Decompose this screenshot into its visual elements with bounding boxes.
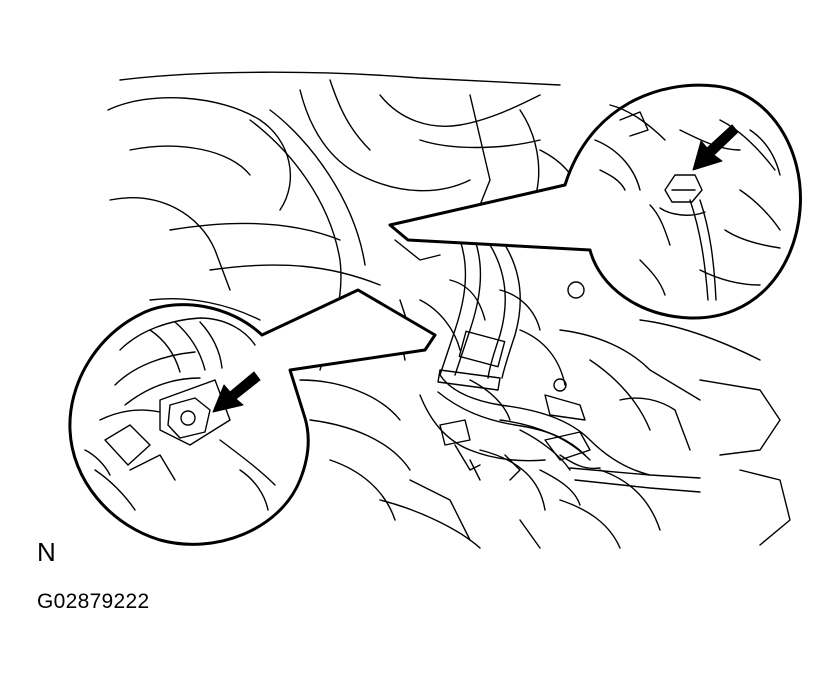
bolt-icon — [664, 174, 703, 203]
detail-callout-right — [388, 83, 802, 320]
wire-harness — [419, 239, 701, 506]
pointer-arrow-icon — [212, 371, 261, 413]
figure-code: G02879222 — [37, 590, 150, 613]
detail-callout-left — [68, 288, 437, 546]
pointer-arrow-icon — [692, 124, 739, 171]
bolt-icon — [167, 397, 211, 439]
view-letter: N — [37, 537, 56, 567]
